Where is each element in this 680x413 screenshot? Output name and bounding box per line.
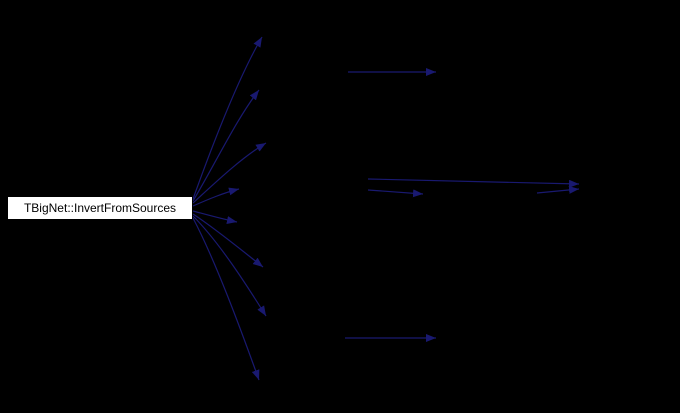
- edge-secondary-2: [367, 178, 580, 188]
- edge-root-callee-4: [192, 187, 240, 207]
- edge-root-callee-1: [192, 36, 263, 200]
- edge-secondary-4: [536, 185, 580, 194]
- edge-root-callee-5: [192, 210, 238, 224]
- edge-root-callee-7: [192, 215, 267, 317]
- edge-root-callee-8: [192, 217, 260, 381]
- edge-secondary-3: [367, 189, 424, 198]
- edge-root-callee-6: [192, 213, 264, 268]
- edge-group: [192, 36, 580, 381]
- root-node: TBigNet::InvertFromSources: [7, 196, 193, 220]
- root-node-label: TBigNet::InvertFromSources: [23, 201, 177, 215]
- edge-root-callee-3: [192, 142, 267, 204]
- edge-root-callee-2: [192, 89, 260, 202]
